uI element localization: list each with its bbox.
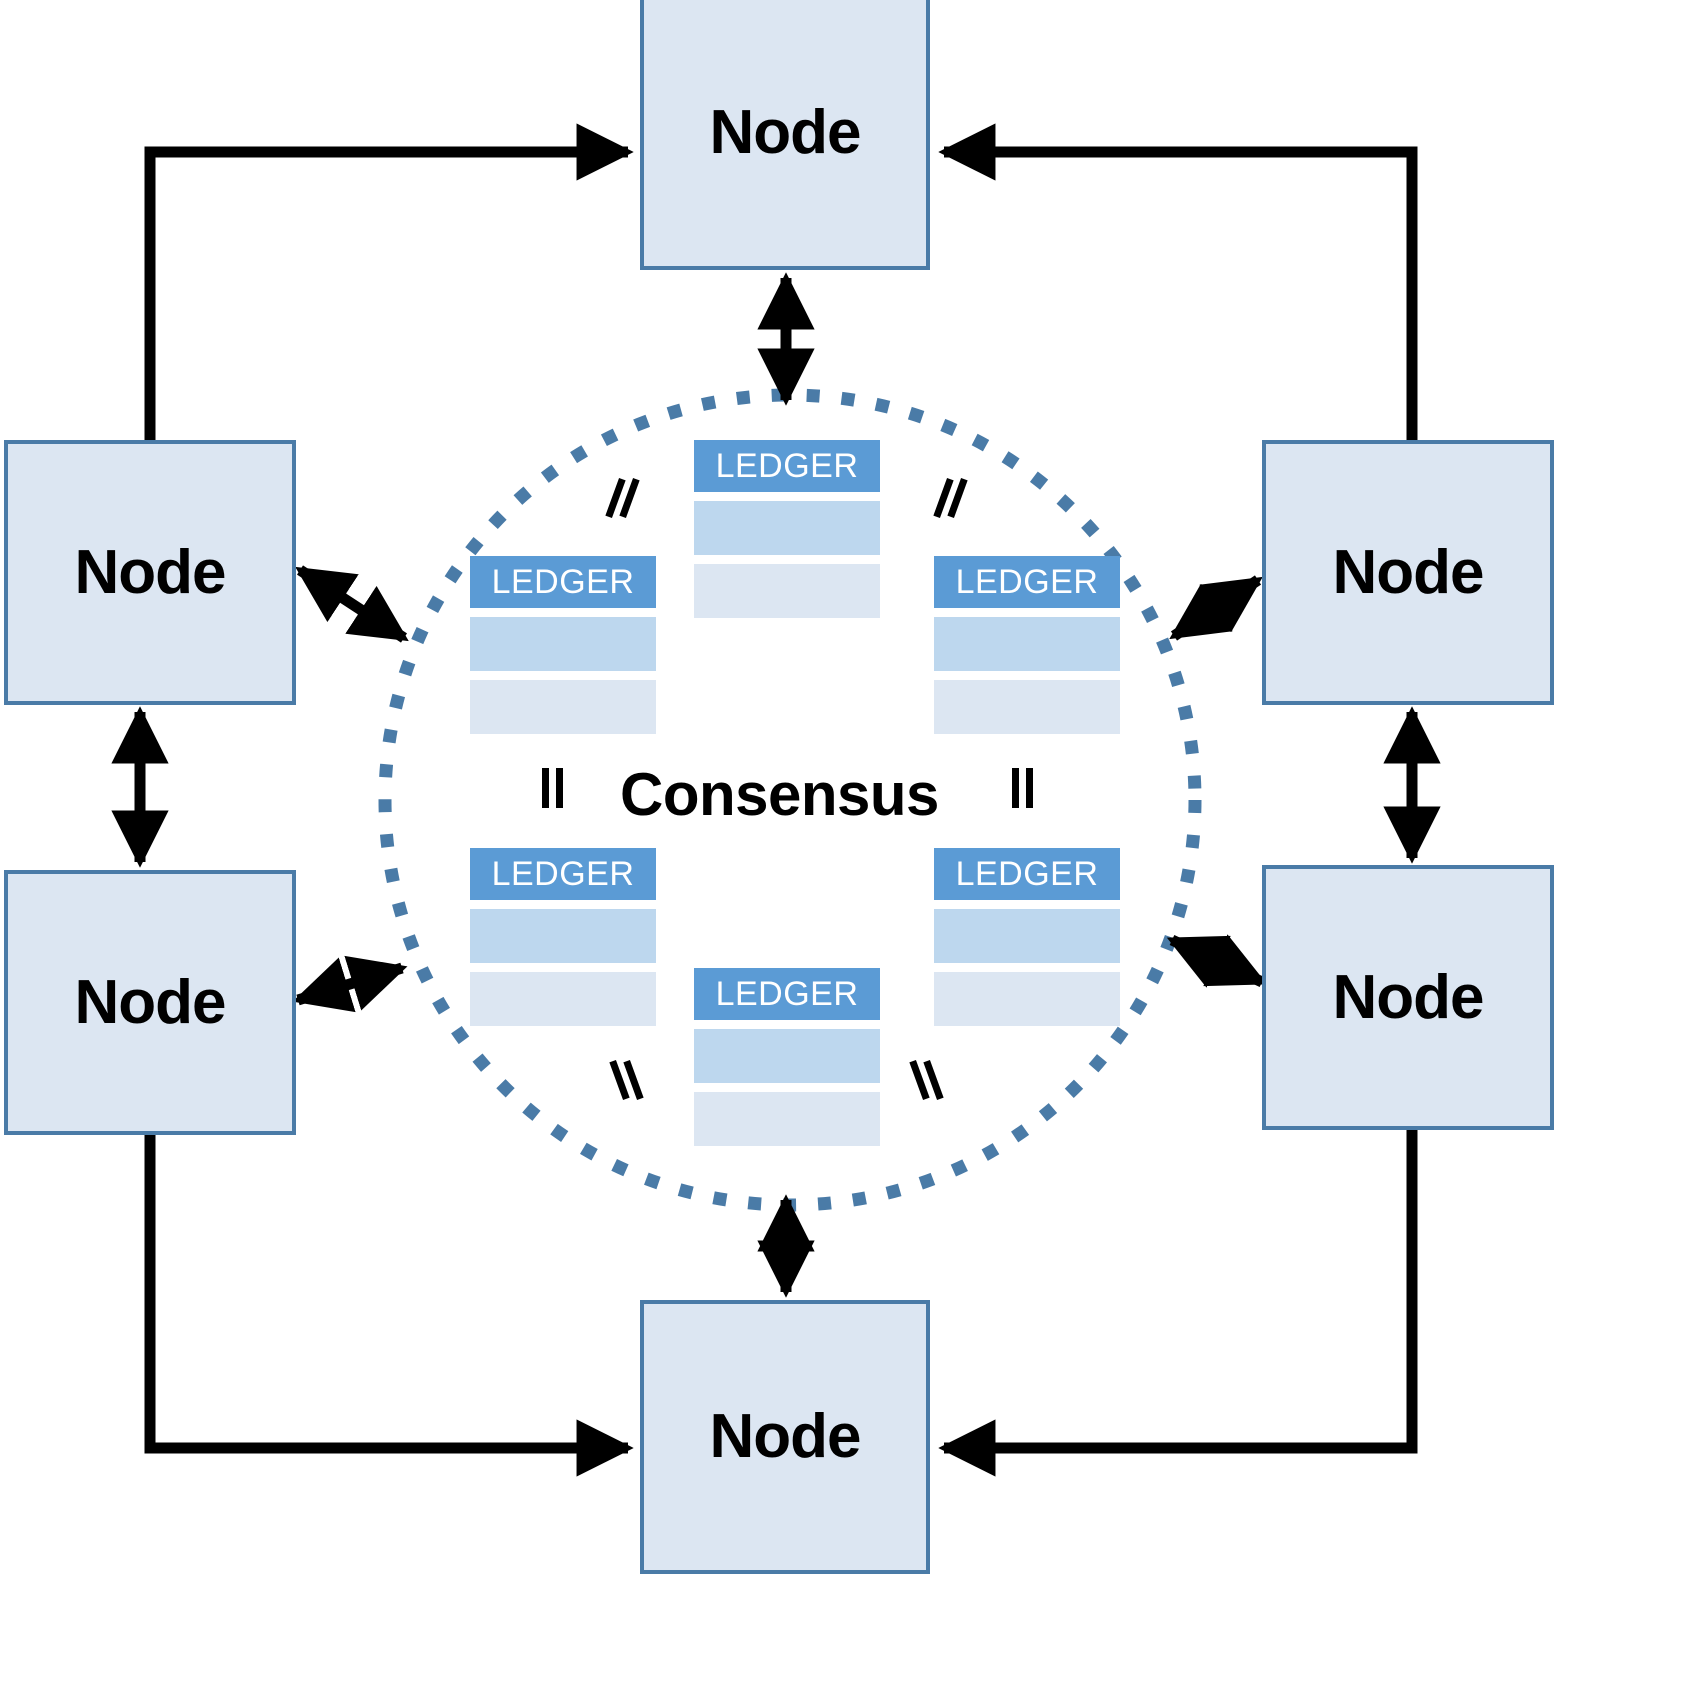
ledger-lower-left[interactable]: LEDGER	[470, 848, 656, 1026]
consensus-label: Consensus	[620, 761, 939, 828]
ledger-block-row	[694, 564, 880, 618]
ledger-title: LEDGER	[934, 848, 1120, 900]
node-label: Node	[709, 98, 862, 167]
node-label: Node	[74, 537, 227, 607]
node-right-lower[interactable]: Node	[1262, 865, 1554, 1130]
ledger-title: LEDGER	[470, 848, 656, 900]
equals-top-left-icon	[604, 478, 644, 518]
arrow-rightlower-to-bottom	[938, 1130, 1418, 1477]
ledger-block-row	[934, 909, 1120, 963]
node-left-lower[interactable]: Node	[4, 870, 296, 1135]
node-top[interactable]: Node	[640, 0, 930, 270]
ledger-block-row	[694, 1092, 880, 1146]
ledger-title: LEDGER	[694, 968, 880, 1020]
ledger-block-row	[694, 501, 880, 555]
ledger-block-row	[470, 680, 656, 734]
equals-mid-right-icon	[1004, 768, 1044, 808]
equals-bottom-right-icon	[908, 1060, 948, 1100]
ledger-bottom[interactable]: LEDGER	[694, 968, 880, 1146]
ledger-block-row	[470, 617, 656, 671]
equals-top-right-icon	[932, 478, 972, 518]
ledger-block-row	[934, 680, 1120, 734]
ledger-block-row	[470, 909, 656, 963]
equals-mid-left-icon	[534, 768, 574, 808]
ledger-block-row	[470, 972, 656, 1026]
ledger-lower-right[interactable]: LEDGER	[934, 848, 1120, 1026]
arrow-circle-to-leftlower	[292, 955, 408, 1013]
arrow-rightupper-to-top	[938, 123, 1418, 440]
ledger-title: LEDGER	[470, 556, 656, 608]
arrow-leftupper-to-top	[144, 123, 634, 440]
ledger-block-row	[934, 617, 1120, 671]
ledger-upper-left[interactable]: LEDGER	[470, 556, 656, 734]
arrow-circle-to-rightlower	[1166, 934, 1268, 988]
node-label: Node	[74, 967, 227, 1037]
arrow-leftlower-to-bottom	[144, 1135, 634, 1477]
node-bottom[interactable]: Node	[640, 1300, 930, 1574]
ledger-title: LEDGER	[934, 556, 1120, 608]
equals-bottom-left-icon	[608, 1060, 648, 1100]
arrow-circle-to-rightupper	[1169, 575, 1263, 641]
ledger-block-row	[934, 972, 1120, 1026]
node-label: Node	[1332, 537, 1485, 607]
ledger-upper-right[interactable]: LEDGER	[934, 556, 1120, 734]
ledger-top[interactable]: LEDGER	[694, 440, 880, 618]
node-left-upper[interactable]: Node	[4, 440, 296, 705]
ledger-block-row	[694, 1029, 880, 1083]
ledger-title: LEDGER	[694, 440, 880, 492]
arrow-circle-to-leftupper	[295, 565, 409, 643]
node-right-upper[interactable]: Node	[1262, 440, 1554, 705]
node-label: Node	[709, 1402, 862, 1471]
node-label: Node	[1332, 962, 1485, 1032]
